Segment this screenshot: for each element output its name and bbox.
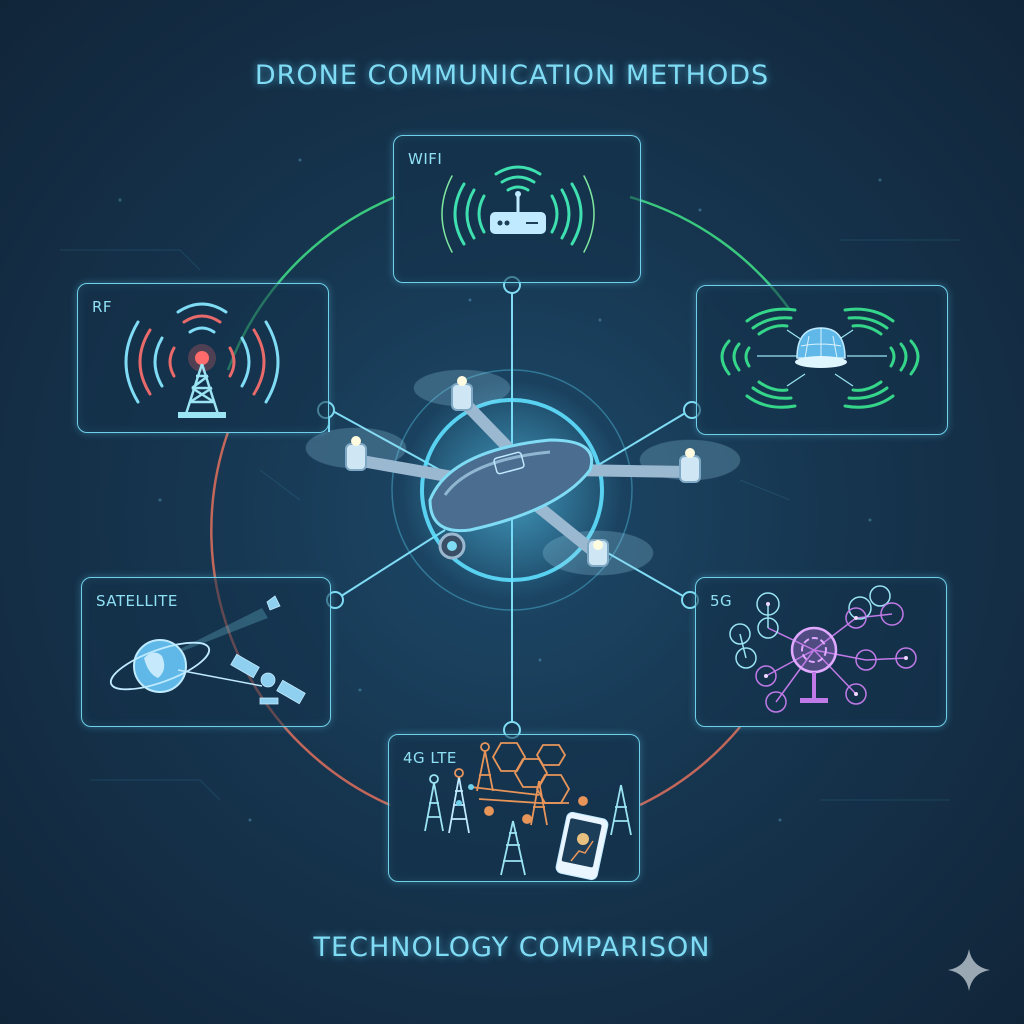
satellite-globe-icon	[109, 595, 306, 705]
panel-broadcast[interactable]	[696, 285, 948, 435]
panel-label: WIFI	[408, 150, 443, 168]
panel-satellite[interactable]: SATELLITE	[81, 577, 331, 727]
sparkle-icon	[948, 949, 990, 991]
network-node-icon	[729, 585, 917, 713]
panel-rf[interactable]: RF	[77, 283, 329, 433]
panel-5g[interactable]: 5G	[695, 577, 947, 727]
panel-4g-lte[interactable]: 4G LTE	[388, 734, 640, 882]
wifi-router-icon	[441, 165, 595, 253]
drone-icon	[305, 369, 741, 576]
panel-wifi[interactable]: WIFI	[393, 135, 641, 283]
radio-tower-icon	[124, 302, 280, 418]
cell-tower-phone-icon	[424, 742, 632, 881]
panel-label: RF	[92, 298, 113, 316]
panel-label: SATELLITE	[96, 592, 178, 610]
page-title: DRONE COMMUNICATION METHODS	[254, 60, 770, 91]
panel-label: 4G LTE	[403, 749, 457, 767]
broadcast-dome-icon	[720, 307, 920, 409]
footer-subtitle: TECHNOLOGY COMPARISON	[313, 932, 711, 963]
panel-label: 5G	[710, 592, 733, 610]
